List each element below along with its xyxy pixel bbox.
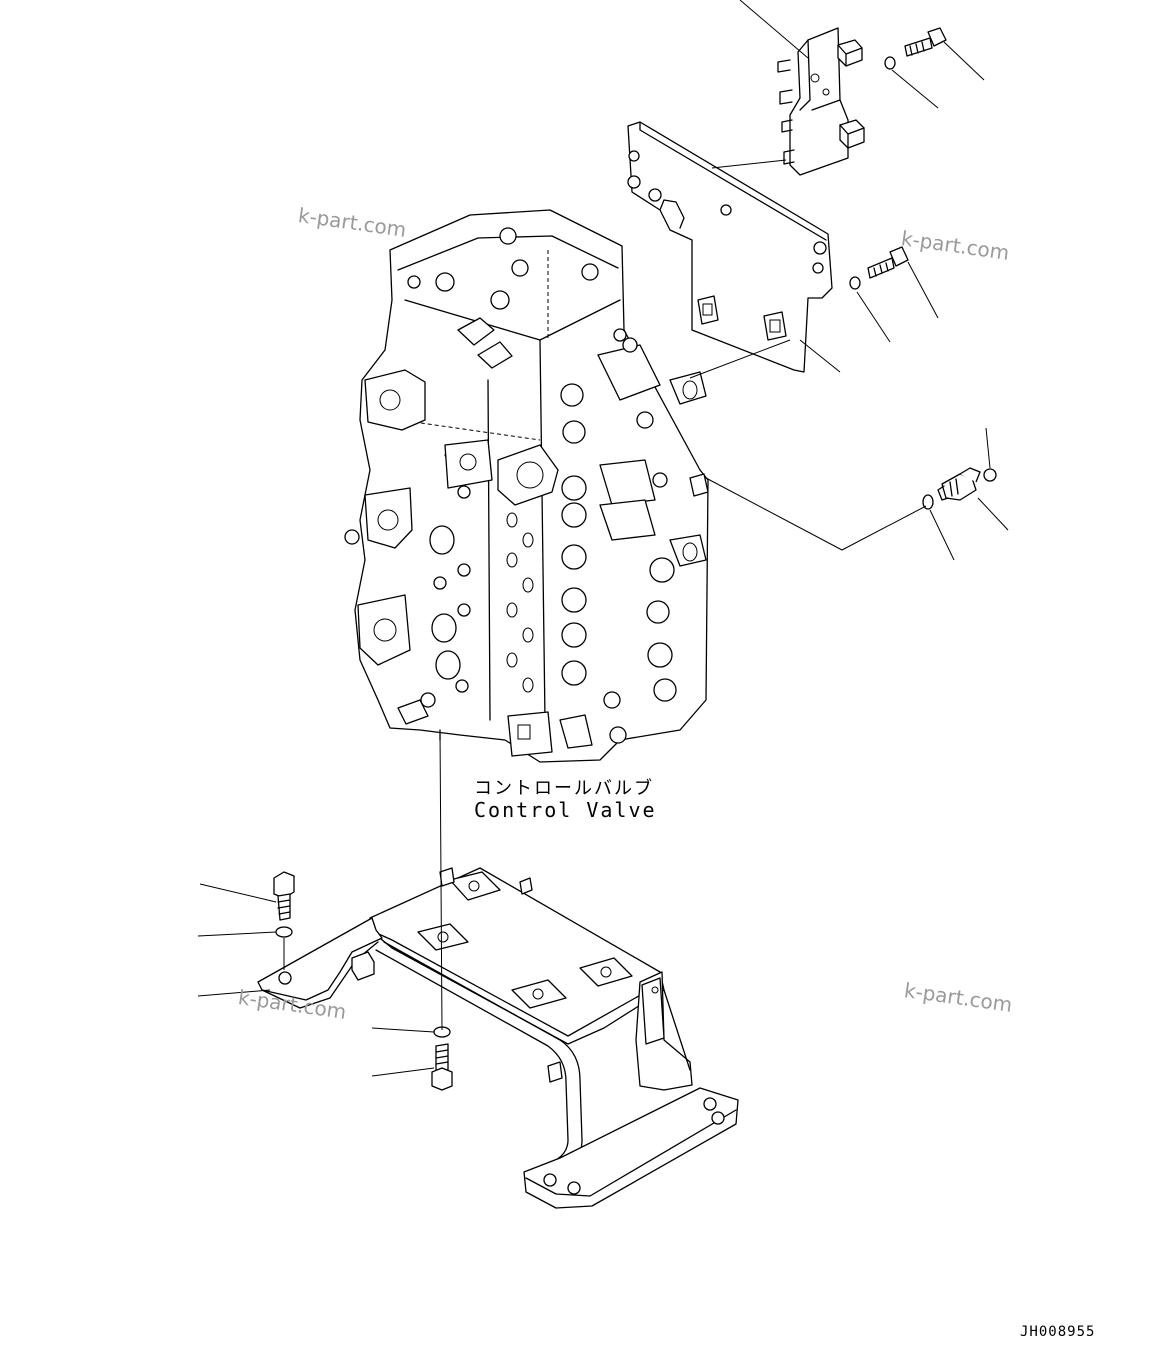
clamp-bracket [777,27,865,176]
mounting-plate [627,121,833,373]
o-ring-lower [922,494,934,510]
washer-middle [849,276,861,290]
bolt-middle [867,246,909,279]
control-valve [344,209,709,763]
part-name-en: Control Valve [474,798,657,822]
drawing-code: JH008955 [1020,1324,1096,1340]
elbow-fitting [937,467,981,501]
right-valve-stack [560,328,709,744]
washer-top [884,56,896,70]
bolt-lower-centre [431,1043,453,1091]
bolt-lower-left [273,871,295,921]
part-name-jp: コントロールバルブ [474,778,654,799]
bolt-top [904,27,947,57]
centre-port-column [506,512,534,693]
o-ring-upper [983,468,997,482]
washer-lower-left [275,926,293,938]
valve-stand-bracket [257,867,739,1209]
leader-lines [197,0,1009,1077]
